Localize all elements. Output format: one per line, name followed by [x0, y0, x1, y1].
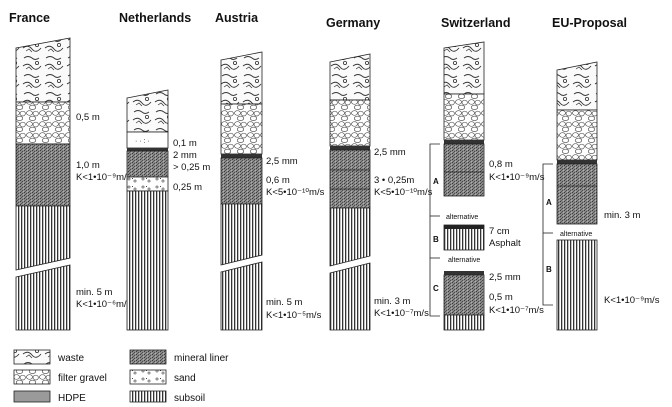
- label-austria-3: min. 5 m: [266, 297, 303, 308]
- label-austria-2: K<5•10⁻¹⁰m/s: [266, 187, 325, 198]
- header-eu-proposal: EU-Proposal: [552, 16, 627, 30]
- alt-switzerland-2: alternative: [448, 257, 480, 264]
- column-switzerland: [429, 41, 485, 331]
- header-austria: Austria: [215, 11, 259, 25]
- section-switzerland-b: B: [433, 235, 439, 244]
- section-eu-a: A: [546, 198, 552, 207]
- label-germany-0: 2,5 mm: [374, 147, 406, 158]
- header-switzerland: Switzerland: [441, 16, 510, 30]
- label-switzerland-4: 2,5 mm: [489, 272, 521, 283]
- legend-label-hdpe: HDPE: [58, 393, 86, 404]
- section-eu-b: B: [546, 265, 552, 274]
- section-switzerland-c: C: [433, 284, 439, 293]
- alt-switzerland-1: alternative: [446, 214, 478, 221]
- label-germany-3: min. 3 m: [374, 296, 411, 307]
- legend-label-sand: sand: [174, 373, 196, 384]
- label-germany-4: K<1•10⁻⁷m/s: [374, 308, 429, 319]
- label-germany-1: 3 • 0,25m: [374, 175, 414, 186]
- label-switzerland-6: K<1•10⁻⁷m/s: [489, 305, 544, 316]
- label-austria-0: 2,5 mm: [266, 156, 298, 167]
- label-france-2: K<1•10⁻⁹m/s: [76, 172, 132, 183]
- header-france: France: [9, 11, 50, 25]
- column-netherlands: · · : ·: [126, 89, 169, 331]
- label-switzerland-0: 0,8 m: [489, 159, 513, 170]
- alt-eu: alternative: [560, 231, 592, 238]
- legend-label-waste: waste: [57, 353, 85, 364]
- label-netherlands-1: 2 mm: [173, 150, 197, 161]
- legend-swatch-filter-gravel: [13, 369, 51, 385]
- label-austria-1: 0,6 m: [266, 175, 290, 186]
- label-switzerland-5: 0,5 m: [489, 292, 513, 303]
- label-netherlands-2: > 0,25 m: [173, 162, 210, 173]
- label-austria-4: K<1•10⁻⁵m/s: [266, 310, 322, 321]
- legend-label-filter-gravel: filter gravel: [58, 373, 107, 384]
- label-eu-1: K<1•10⁻⁹m/s: [604, 295, 660, 306]
- legend-swatch-sand: [129, 369, 167, 385]
- column-france: [15, 37, 71, 331]
- label-france-1: 1,0 m: [76, 160, 100, 171]
- section-switzerland-a: A: [433, 177, 439, 186]
- column-austria: [220, 51, 263, 331]
- legend-swatch-hdpe: [13, 390, 51, 403]
- dots-netherlands: · · : ·: [135, 138, 150, 145]
- label-france-4: K<1•10⁻⁶m/s: [76, 299, 132, 310]
- label-france-0: 0,5 m: [76, 112, 100, 123]
- legend-swatch-mineral-liner: [129, 349, 167, 365]
- column-germany: [329, 53, 371, 331]
- legend-label-subsoil: subsoil: [174, 393, 205, 404]
- label-eu-0: min. 3 m: [604, 210, 641, 221]
- label-switzerland-2: 7 cm: [489, 226, 510, 237]
- header-germany: Germany: [326, 16, 380, 30]
- label-germany-2: K<5•10⁻¹⁰m/s: [374, 187, 433, 198]
- label-switzerland-3: Asphalt: [489, 238, 521, 249]
- label-netherlands-0: 0,1 m: [173, 138, 197, 149]
- legend-label-mineral-liner: mineral liner: [174, 353, 229, 364]
- legend-swatch-waste: [13, 349, 51, 365]
- legend: waste filter gravel HDPE mineral liner s…: [13, 349, 229, 404]
- header-netherlands: Netherlands: [119, 11, 191, 25]
- label-france-3: min. 5 m: [76, 287, 113, 298]
- label-netherlands-3: 0,25 m: [173, 182, 202, 193]
- column-eu-proposal: [542, 61, 598, 331]
- legend-swatch-subsoil: [129, 390, 167, 403]
- label-switzerland-1: K<1•10⁻⁹m/s: [489, 172, 545, 183]
